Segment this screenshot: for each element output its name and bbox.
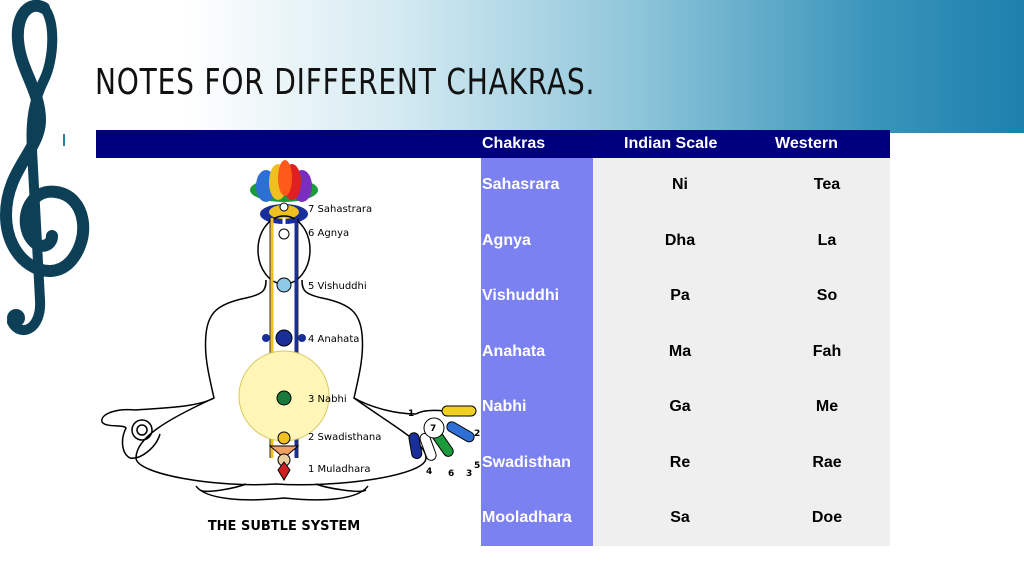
table-row: Vishuddhi Pa So bbox=[481, 269, 890, 325]
chakra-label: 7 Sahastrara bbox=[308, 204, 372, 215]
hand-number: 4 bbox=[426, 467, 432, 477]
table-row: Anahata Ma Fah bbox=[481, 325, 890, 381]
figure-caption: THE SUBTLE SYSTEM bbox=[208, 519, 360, 534]
table-row: Mooladhara Sa Doe bbox=[481, 491, 890, 547]
indian-note: Dha bbox=[664, 232, 696, 249]
hand-number: 7 bbox=[430, 424, 436, 434]
chakra-name: Sahasrara bbox=[482, 176, 560, 193]
indian-note: Ni bbox=[672, 176, 688, 193]
indian-note: Pa bbox=[670, 287, 690, 304]
header-gradient-band bbox=[0, 0, 1024, 133]
table-row: Sahasrara Ni Tea bbox=[481, 158, 890, 214]
indian-note: Sa bbox=[670, 509, 690, 526]
chakras-column bbox=[481, 158, 593, 546]
western-note: Me bbox=[815, 398, 839, 415]
divider-tick bbox=[63, 134, 65, 146]
treble-clef-icon bbox=[0, 0, 90, 335]
hand-number: 2 bbox=[474, 429, 480, 439]
table-header: Chakras Indian Scale Western bbox=[96, 130, 890, 158]
table-row: Swadisthan Re Rae bbox=[481, 436, 890, 492]
chakra-label: 3 Nabhi bbox=[308, 394, 347, 405]
chakra-name: Vishuddhi bbox=[482, 287, 560, 304]
left-hand-icon bbox=[101, 408, 161, 459]
chakra-name: Anahata bbox=[482, 343, 546, 360]
western-note: La bbox=[817, 232, 837, 249]
western-note: Rae bbox=[812, 454, 842, 471]
western-note: So bbox=[816, 287, 838, 304]
hand-number: 6 bbox=[448, 469, 454, 479]
chakra-name: Agnya bbox=[482, 232, 531, 249]
right-hand-icon bbox=[408, 405, 477, 461]
column-header-chakras: Chakras bbox=[482, 135, 546, 152]
western-note: Fah bbox=[812, 343, 842, 360]
chakra-label: 1 Muladhara bbox=[308, 464, 370, 475]
page-title: NOTES FOR DIFFERENT CHAKRAS. bbox=[95, 62, 596, 103]
values-column bbox=[593, 158, 890, 546]
lotus-icon bbox=[250, 160, 318, 224]
column-header-western: Western bbox=[775, 135, 838, 152]
western-note: Tea bbox=[813, 176, 841, 193]
indian-note: Ga bbox=[669, 398, 691, 415]
chakra-label: 6 Agnya bbox=[308, 228, 349, 239]
chakra-name: Mooladhara bbox=[482, 509, 572, 526]
table-row: Nabhi Ga Me bbox=[481, 380, 890, 436]
chakra-name: Nabhi bbox=[482, 398, 527, 415]
subtle-system-figure: 7 Sahastrara 6 Agnya 5 Vishuddhi 4 Anaha… bbox=[96, 158, 481, 546]
hand-number: 1 bbox=[408, 409, 414, 419]
hand-number: 3 bbox=[466, 469, 472, 479]
chakra-label: 5 Vishuddhi bbox=[308, 281, 367, 292]
chakra-label: 4 Anahata bbox=[308, 334, 359, 345]
column-header-indian-scale: Indian Scale bbox=[624, 135, 718, 152]
table-row: Agnya Dha La bbox=[481, 214, 890, 270]
western-note: Doe bbox=[811, 509, 843, 526]
chakra-label: 2 Swadisthana bbox=[308, 432, 381, 443]
hand-number: 5 bbox=[474, 461, 480, 471]
indian-note: Ma bbox=[668, 343, 692, 360]
chakra-name: Swadisthan bbox=[482, 454, 571, 471]
indian-note: Re bbox=[669, 454, 691, 471]
